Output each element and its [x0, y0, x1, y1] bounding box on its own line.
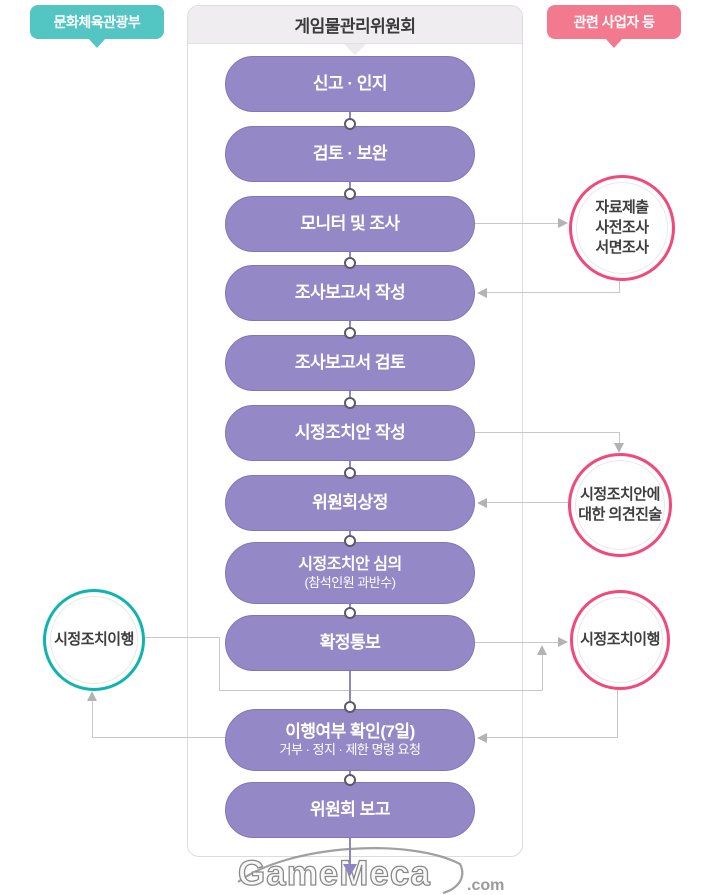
flow-node	[344, 535, 356, 547]
connector-leftpath-across	[219, 690, 543, 691]
arrow-up-icon	[87, 691, 97, 701]
circle-compliance-left: 시정조치이행	[43, 589, 145, 691]
badge-tail	[605, 38, 623, 48]
flow-step-write-report: 조사보고서 작성	[225, 265, 475, 321]
committee-header: 게임물관리위원회	[188, 6, 522, 44]
flow-node	[344, 467, 356, 479]
flow-node	[344, 257, 356, 269]
arrow-left-icon	[477, 288, 487, 298]
flow-node	[344, 774, 356, 786]
connector-compliance-down	[617, 688, 618, 738]
flow-step-submit-committee: 위원회상정	[225, 475, 475, 531]
flow-step-draft-action: 시정조치안 작성	[225, 405, 475, 461]
ministry-badge-label: 문화체육관광부	[53, 14, 141, 30]
connector-datasubmit-to-report	[486, 292, 620, 293]
connector-confirm-to-compliance	[475, 642, 559, 643]
logo-tld: .com	[467, 877, 504, 894]
committee-title: 게임물관리위원회	[294, 17, 416, 36]
flow-step-review: 검토 · 보완	[225, 126, 475, 182]
connector-opinion-to-committee	[486, 502, 570, 503]
connector-check-to-leftcircle	[93, 737, 225, 738]
connector-monitor-to-datasubmit	[475, 223, 559, 224]
connector-leftpath-down	[219, 637, 220, 691]
arrow-down-icon	[343, 864, 357, 876]
business-badge-label: 관련 사업자 등	[573, 14, 655, 30]
flow-step-committee-report: 위원회 보고	[225, 782, 475, 838]
flow-node	[344, 118, 356, 130]
circle-opinion-statement: 시정조치안에 대한 의견진술	[568, 453, 672, 557]
flow-node	[344, 701, 356, 713]
flow-step-deliberate: 시정조치안 심의 (참석인원 과반수)	[225, 542, 475, 604]
circle-data-submission: 자료제출 사전조사 서면조사	[569, 175, 675, 281]
connector-draft-right	[475, 432, 620, 433]
arrow-left-icon	[477, 733, 487, 743]
flow-node	[344, 188, 356, 200]
connector-compliance-to-check	[486, 737, 618, 738]
logo-swoosh	[237, 847, 464, 894]
gamemeca-logo: GameMeca .com	[237, 847, 504, 894]
flow-node	[344, 327, 356, 339]
flow-node	[344, 397, 356, 409]
flow-step-report: 신고 · 인지	[225, 56, 475, 112]
connector-leftcircle-out	[145, 637, 220, 638]
step-connector	[349, 669, 351, 711]
arrow-left-icon	[477, 498, 487, 508]
business-badge: 관련 사업자 등	[547, 5, 681, 48]
arrow-right-icon	[558, 637, 568, 647]
arrow-up-icon	[537, 645, 547, 655]
ministry-badge: 문화체육관광부	[30, 5, 164, 48]
logo-wordmark: GameMeca	[238, 854, 431, 893]
flow-step-check-report: 조사보고서 검토	[225, 335, 475, 391]
badge-tail	[88, 38, 106, 48]
connector-check-up	[92, 700, 93, 738]
exit-connector	[349, 836, 351, 866]
arrow-down-icon	[614, 443, 624, 453]
circle-compliance-right: 시정조치이행	[570, 590, 670, 690]
arrow-right-icon	[558, 218, 568, 228]
flow-step-monitor: 모니터 및 조사	[225, 196, 475, 252]
flow-step-compliance-check: 이행여부 확인(7일) 거부 · 정지 · 제한 명령 요청	[225, 709, 475, 771]
connector-leftpath-up	[542, 654, 543, 691]
header-notch	[344, 44, 366, 55]
connector-draft-down	[619, 432, 620, 444]
flow-step-confirm-notice: 확정통보	[225, 615, 475, 671]
connector-datasubmit-down	[619, 281, 620, 293]
flow-node	[344, 607, 356, 619]
